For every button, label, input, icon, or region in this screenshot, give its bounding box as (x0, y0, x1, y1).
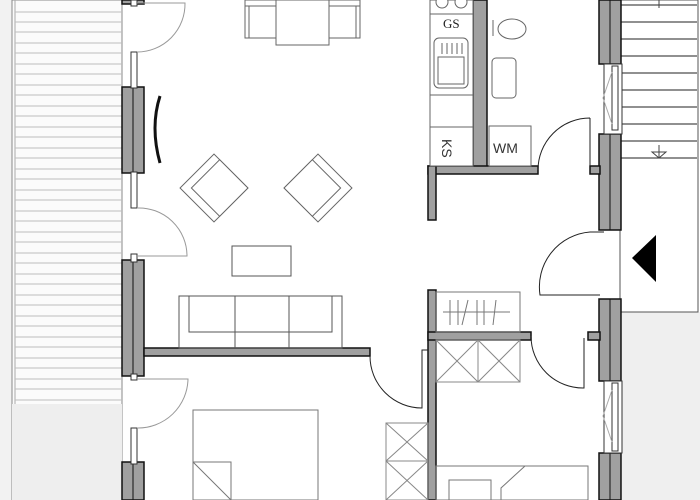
sofa (178, 295, 343, 349)
bathroom-fixtures (488, 18, 532, 167)
fridge-label: KS (439, 139, 455, 158)
armchairs (179, 153, 353, 223)
kitchen-counter (429, 0, 474, 167)
wardrobes (385, 339, 521, 500)
coffee-table (231, 245, 292, 277)
stairwell (619, 0, 699, 313)
beds (192, 409, 589, 500)
room-living-dining (144, 45, 424, 345)
exterior-area (622, 312, 700, 500)
dining-table (244, 0, 361, 46)
door-swings (136, 2, 189, 429)
washing-machine-label: WM (493, 140, 518, 156)
dishwasher-label: GS (443, 16, 460, 31)
window-frames (130, 0, 623, 465)
wardrobe-rail (435, 291, 521, 333)
entrance-arrow-icon (632, 235, 656, 282)
tv-icon (153, 95, 162, 164)
room-hallway (436, 175, 599, 285)
balcony (0, 0, 123, 500)
walls (121, 0, 622, 500)
